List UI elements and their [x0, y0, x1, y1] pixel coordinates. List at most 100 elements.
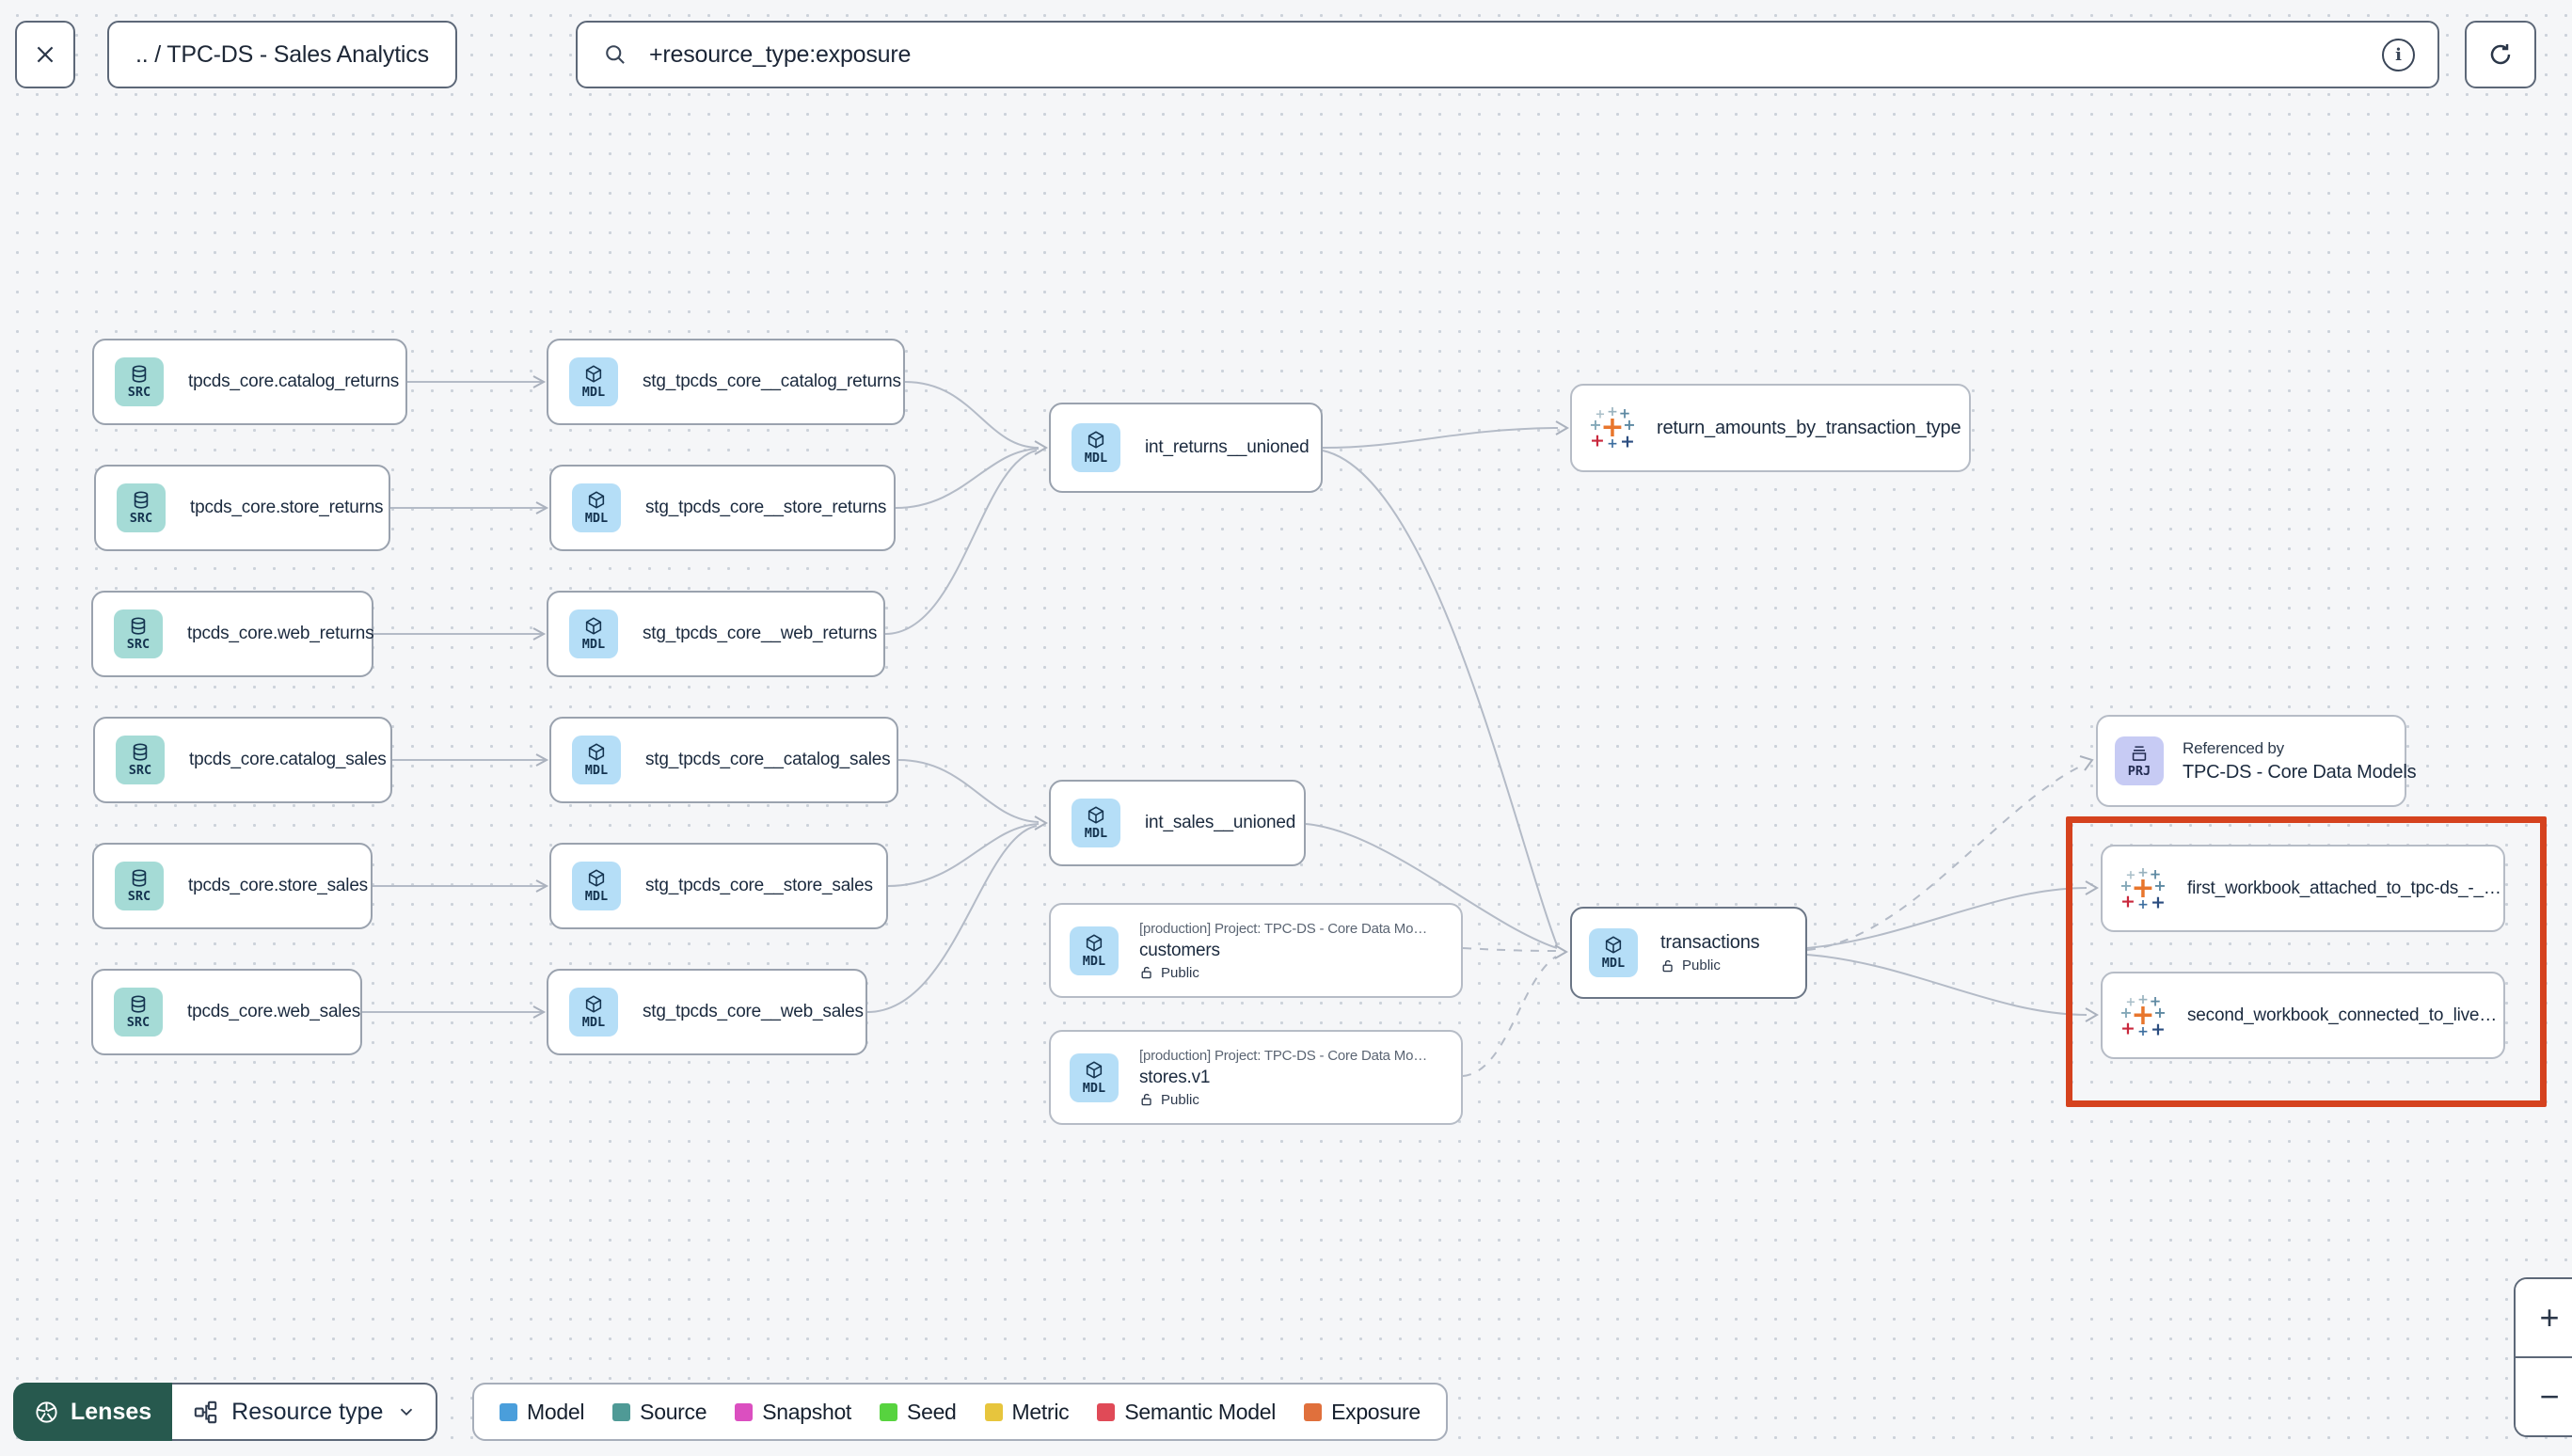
node-stg-store-sales[interactable]: MDL stg_tpcds_core__store_sales [549, 843, 888, 929]
node-label: stg_tpcds_core__store_returns [645, 498, 887, 517]
legend-item: Seed [880, 1400, 957, 1425]
tableau-icon: +++++++++ [2120, 864, 2167, 912]
source-database-icon: SRC [117, 483, 166, 532]
node-label: customers [1139, 940, 1220, 960]
model-badge-label: MDL [1084, 826, 1108, 842]
node-stg-web-sales[interactable]: MDL stg_tpcds_core__web_sales [547, 969, 867, 1055]
zoom-out-button[interactable]: − [2516, 1358, 2572, 1435]
unlock-icon [1141, 966, 1151, 979]
legend-item: Snapshot [735, 1400, 851, 1425]
access-label: Public [1682, 957, 1721, 973]
legend-item: Semantic Model [1097, 1400, 1276, 1425]
node-stg-catalog-returns[interactable]: MDL stg_tpcds_core__catalog_returns [547, 339, 905, 425]
legend-swatch [984, 1402, 1003, 1421]
node-label: tpcds_core.catalog_sales [189, 750, 387, 769]
node-label: tpcds_core.store_sales [188, 876, 368, 895]
node-source-catalog-returns[interactable]: SRC tpcds_core.catalog_returns [92, 339, 407, 425]
model-badge-label: MDL [584, 511, 609, 527]
refresh-button[interactable] [2465, 21, 2536, 88]
breadcrumb[interactable]: .. / TPC-DS - Sales Analytics [107, 21, 457, 88]
legend-item: Metric [984, 1400, 1070, 1425]
node-referenced-by-project[interactable]: PRJ Referenced by TPC-DS - Core Data Mod… [2096, 715, 2417, 807]
model-cube-icon: MDL [572, 483, 621, 532]
node-stg-web-returns[interactable]: MDL stg_tpcds_core__web_returns [547, 591, 885, 677]
search-icon [606, 45, 625, 64]
lenses-button[interactable]: Lenses [13, 1383, 173, 1441]
legend-label: Exposure [1331, 1399, 1421, 1424]
node-public-model-customers[interactable]: MDL [production] Project: TPC-DS - Core … [1049, 903, 1463, 998]
access-label: Public [1161, 964, 1199, 981]
close-button[interactable] [15, 21, 75, 88]
node-label: first_workbook_attached_to_tpc-ds_-_… [2187, 878, 2501, 898]
legend-swatch [880, 1402, 898, 1421]
source-badge-label: SRC [129, 511, 153, 527]
model-badge-label: MDL [1082, 1080, 1106, 1096]
node-stg-store-returns[interactable]: MDL stg_tpcds_core__store_returns [549, 465, 896, 551]
close-icon [37, 46, 54, 63]
legend-item: Source [612, 1400, 707, 1425]
source-database-icon: SRC [115, 357, 164, 406]
view-controls-group: Lenses Resource type [13, 1383, 438, 1441]
node-label: TPC-DS - Core Data Models [2183, 761, 2417, 783]
search-input[interactable] [647, 40, 2363, 70]
project-archive-icon: PRJ [2115, 736, 2164, 785]
node-label: stg_tpcds_core__catalog_returns [643, 372, 901, 391]
refresh-icon [2490, 44, 2511, 65]
zoom-divider [2516, 1356, 2572, 1358]
source-badge-label: SRC [128, 763, 152, 779]
model-badge-label: MDL [584, 763, 609, 779]
node-int-sales-unioned[interactable]: MDL int_sales__unioned [1049, 780, 1306, 866]
node-exposure-second-workbook[interactable]: +++++++++ second_workbook_connected_to_l… [2101, 972, 2505, 1059]
node-label: tpcds_core.catalog_returns [188, 372, 399, 391]
source-database-icon: SRC [116, 736, 165, 784]
node-source-catalog-sales[interactable]: SRC tpcds_core.catalog_sales [93, 717, 392, 803]
node-source-store-sales[interactable]: SRC tpcds_core.store_sales [92, 843, 373, 929]
node-source-web-sales[interactable]: SRC tpcds_core.web_sales [91, 969, 362, 1055]
referenced-by-title: Referenced by [2183, 738, 2284, 757]
model-badge-label: MDL [1601, 956, 1626, 972]
node-label: return_amounts_by_transaction_type [1657, 417, 1961, 438]
node-model-transactions[interactable]: MDL transactions Public [1570, 907, 1807, 999]
breadcrumb-label: .. / TPC-DS - Sales Analytics [135, 40, 429, 68]
legend-swatch [1304, 1402, 1323, 1421]
node-stg-catalog-sales[interactable]: MDL stg_tpcds_core__catalog_sales [549, 717, 898, 803]
node-public-model-stores-v1[interactable]: MDL [production] Project: TPC-DS - Core … [1049, 1030, 1463, 1125]
model-cube-icon: MDL [569, 357, 618, 406]
info-icon[interactable]: i [2382, 38, 2415, 71]
node-source-store-returns[interactable]: SRC tpcds_core.store_returns [94, 465, 390, 551]
resource-type-button[interactable]: Resource type [172, 1383, 438, 1441]
node-label: stg_tpcds_core__store_sales [645, 876, 873, 895]
node-project-label: [production] Project: TPC-DS - Core Data… [1139, 920, 1428, 937]
source-badge-label: SRC [127, 385, 151, 401]
model-cube-icon: MDL [572, 736, 621, 784]
legend-label: Model [527, 1399, 585, 1424]
node-label: tpcds_core.web_sales [187, 1002, 360, 1021]
model-badge-label: MDL [1082, 953, 1106, 969]
access-label: Public [1161, 1091, 1199, 1108]
node-exposure-first-workbook[interactable]: +++++++++ first_workbook_attached_to_tpc… [2101, 845, 2505, 932]
model-cube-icon: MDL [569, 609, 618, 658]
node-label: stg_tpcds_core__catalog_sales [645, 750, 891, 769]
model-cube-icon: MDL [572, 862, 621, 910]
legend-label: Seed [907, 1399, 957, 1424]
node-label: int_sales__unioned [1145, 813, 1296, 832]
legend-swatch [735, 1402, 754, 1421]
legend-swatch [500, 1402, 517, 1421]
legend-label: Semantic Model [1124, 1399, 1277, 1424]
node-project-label: [production] Project: TPC-DS - Core Data… [1139, 1047, 1428, 1064]
model-badge-label: MDL [581, 1015, 606, 1031]
lens-aperture-icon [36, 1401, 57, 1423]
node-source-web-returns[interactable]: SRC tpcds_core.web_returns [91, 591, 374, 677]
lenses-label: Lenses [71, 1398, 152, 1425]
node-label: transactions [1660, 932, 1760, 953]
resource-type-icon [194, 1401, 217, 1423]
model-cube-icon: MDL [1070, 1052, 1119, 1102]
node-label: tpcds_core.web_returns [187, 624, 374, 643]
unlock-icon [1662, 959, 1673, 972]
zoom-in-button[interactable]: + [2516, 1279, 2572, 1356]
node-exposure-return-amounts[interactable]: +++++++++ return_amounts_by_transaction_… [1570, 384, 1971, 472]
search-bar[interactable]: i [576, 21, 2439, 88]
node-int-returns-unioned[interactable]: MDL int_returns__unioned [1049, 403, 1323, 493]
legend-item: Model [500, 1400, 584, 1425]
